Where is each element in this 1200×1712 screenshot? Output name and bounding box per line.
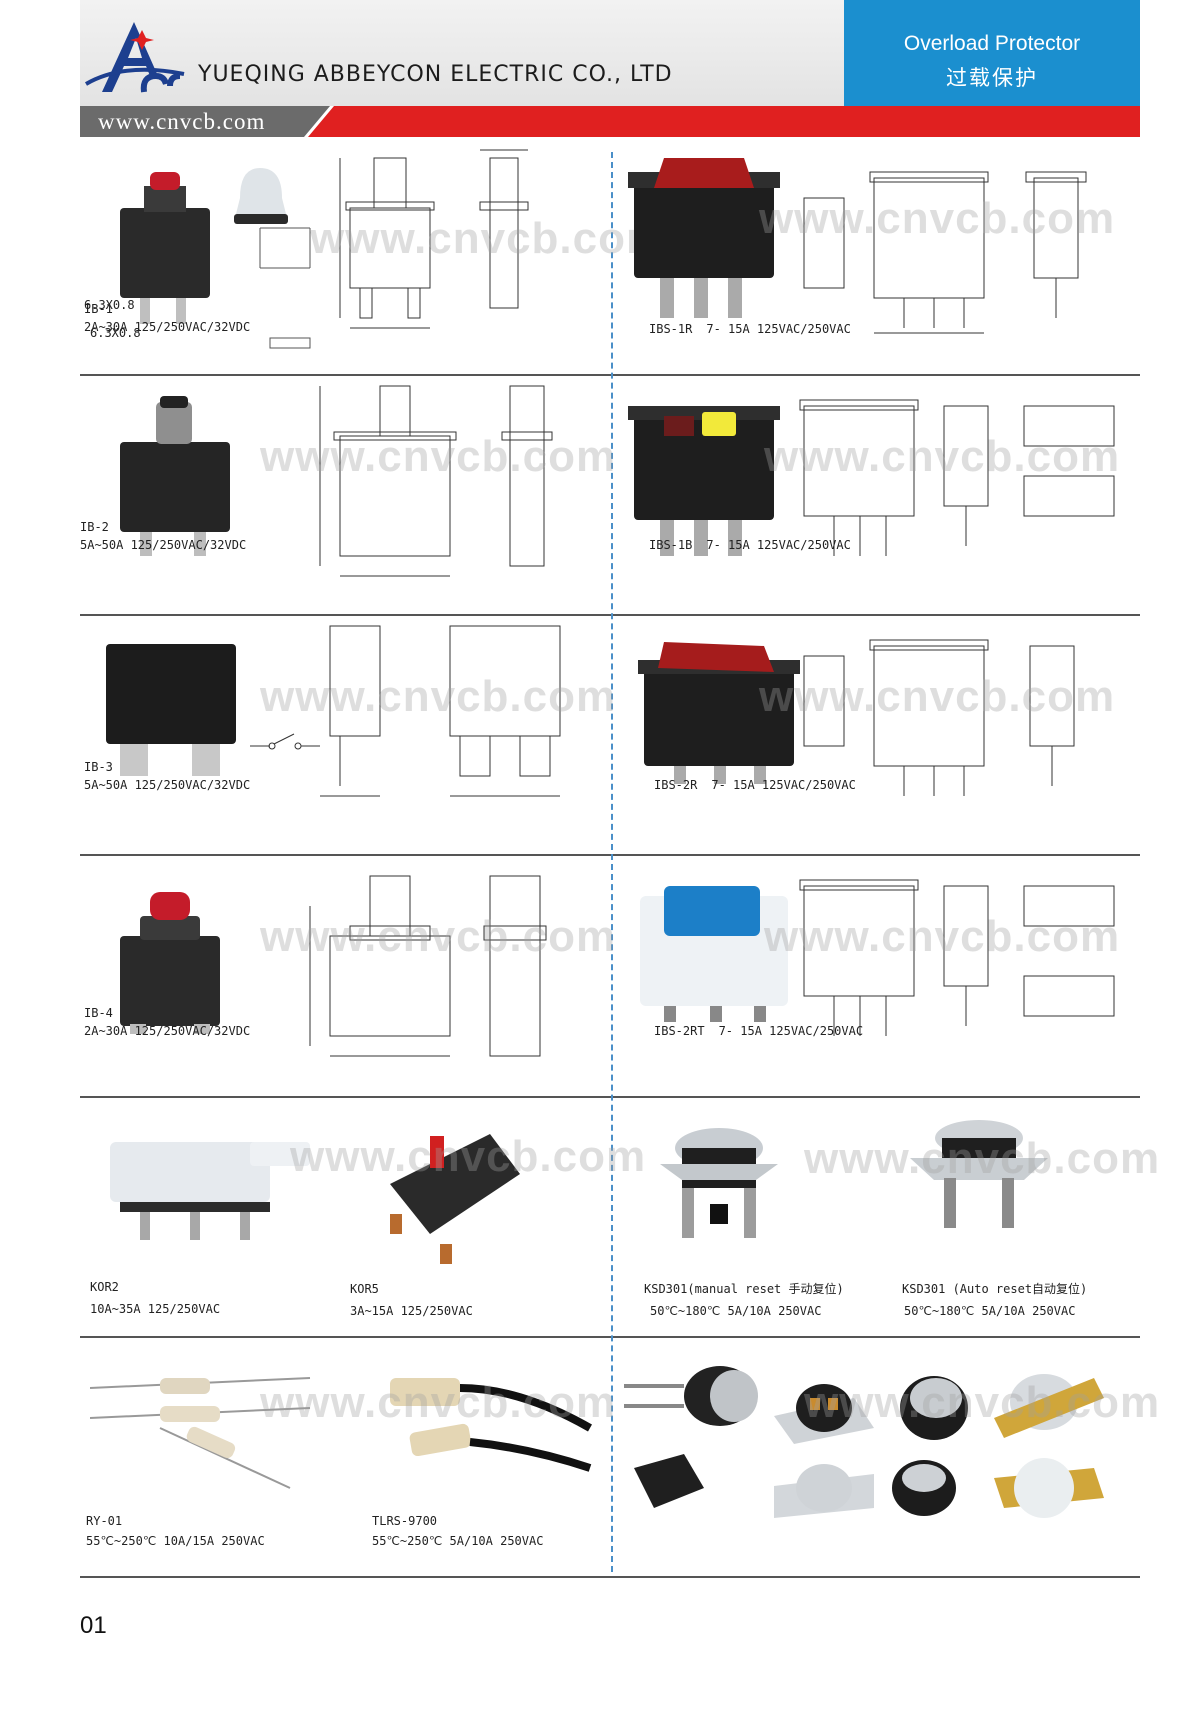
tlrs-name: TLRS-9700 xyxy=(372,1514,438,1528)
company-name: YUEQING ABBEYCON ELECTRIC CO., LTD xyxy=(198,62,673,87)
kor2-name: KOR2 xyxy=(90,1280,119,1294)
ib4-name: IB-4 xyxy=(84,1006,113,1020)
ibs1b-spec: 7- 15A 125VAC/250VAC xyxy=(706,538,851,552)
row-divider xyxy=(80,1576,1140,1578)
ib3-photo xyxy=(106,644,236,776)
ib1-terminal-drawing xyxy=(259,227,311,349)
product-kor: www.cnvcb.com KOR2 10A~35A 125/250VAC KO… xyxy=(80,1098,645,1336)
category-en: Overload Protector xyxy=(903,32,1081,55)
company-logo xyxy=(84,22,185,93)
ib1-dim-b: 6.3X0.8 xyxy=(84,298,135,312)
ib4-spec: 2A~30A 125/250VAC/32VDC xyxy=(84,1024,251,1038)
ry01-name: RY-01 xyxy=(86,1514,123,1528)
ib3-name: IB-3 xyxy=(84,760,113,774)
ksd-auto-photo xyxy=(910,1120,1048,1228)
ib1-dimension-drawing xyxy=(339,149,529,329)
ibs2r-spec: 7- 15A 125VAC/250VAC xyxy=(711,778,856,792)
kor2-spec: 10A~35A 125/250VAC xyxy=(90,1302,221,1316)
ib1-dim-a: 6.3X0.8 xyxy=(90,326,141,340)
ry01-photo xyxy=(90,1377,311,1489)
ib4-photo xyxy=(120,892,220,1034)
ib1-spec: 2A~30A 125/250VAC/32VDC xyxy=(84,320,251,334)
ib2-name: IB-2 xyxy=(80,520,109,534)
column-divider xyxy=(611,152,613,1572)
ibs1b-caption: IBS-1B 7- 15A 125VAC/250VAC xyxy=(649,538,851,552)
ibs1b-name: IBS-1B xyxy=(649,538,693,552)
ib1-photo xyxy=(120,168,288,324)
ibs2rt-photo xyxy=(640,886,788,1022)
tlrs-photo xyxy=(390,1378,592,1472)
switch-symbol-icon xyxy=(250,733,320,750)
ib3-spec: 5A~50A 125/250VAC/32VDC xyxy=(84,778,251,792)
ib4-dimension-drawing xyxy=(309,875,547,1057)
ksd-auto-name: KSD301 (Auto reset自动复位) xyxy=(902,1282,1088,1296)
row-divider xyxy=(80,1096,1140,1098)
header-background xyxy=(80,0,844,106)
ib2-dimension-drawing xyxy=(319,385,553,577)
kor5-spec: 3A~15A 125/250VAC xyxy=(350,1304,473,1318)
ibs2rt-dimension-drawing xyxy=(799,879,1115,1036)
ibs2rt-caption: IBS-2RT 7- 15A 125VAC/250VAC xyxy=(654,1024,863,1038)
page-header: YUEQING ABBEYCON ELECTRIC CO., LTD Overl… xyxy=(80,0,1140,138)
website-bar xyxy=(80,106,1140,137)
category-cn: 过载保护 xyxy=(946,66,1038,90)
ibs1b-dimension-drawing xyxy=(799,399,1115,556)
ib2-spec: 5A~50A 125/250VAC/32VDC xyxy=(80,538,247,552)
ibs2r-caption: IBS-2R 7- 15A 125VAC/250VAC xyxy=(654,778,856,792)
ib2-photo xyxy=(120,396,230,556)
ibs1r-dimension-drawing xyxy=(803,171,1087,334)
product-ksd301: www.cnvcb.com KSD301(manual reset 手动复位) … xyxy=(614,1098,1159,1336)
category-badge: Overload Protector 过载保护 xyxy=(844,0,1140,106)
ibs2rt-spec: 7- 15A 125VAC/250VAC xyxy=(718,1024,864,1038)
ry01-spec: 55℃~250℃ 10A/15A 250VAC xyxy=(86,1534,265,1548)
ibs1r-spec: 7- 15A 125VAC/250VAC xyxy=(706,322,851,336)
thermostat-collage xyxy=(624,1366,1104,1518)
ibs2r-dimension-drawing xyxy=(803,639,1075,796)
row-divider xyxy=(80,1336,1140,1338)
website-url[interactable]: www.cnvcb.com xyxy=(98,109,266,134)
ibs1r-caption: IBS-1R 7- 15A 125VAC/250VAC xyxy=(649,322,851,336)
kor2-photo xyxy=(110,1142,310,1240)
ibs2r-name: IBS-2R xyxy=(654,778,698,792)
ksd-auto-spec: 50℃~180℃ 5A/10A 250VAC xyxy=(904,1304,1076,1318)
product-ib3: www.cnvcb.com IB-3 5A~50A 125/250VAC/32V… xyxy=(80,616,615,854)
ibs2rt-name: IBS-2RT xyxy=(654,1024,705,1038)
page-number: 01 xyxy=(80,1612,107,1639)
ibs1r-photo xyxy=(628,158,780,318)
ib3-dimension-drawing xyxy=(320,625,561,797)
ibs1r-name: IBS-1R xyxy=(649,322,693,336)
product-fuses: www.cnvcb.com RY-01 55℃~250℃ 10A/15A 250… xyxy=(80,1338,615,1576)
ksd-manual-name: KSD301(manual reset 手动复位) xyxy=(644,1282,844,1296)
row-divider xyxy=(80,854,1140,856)
row-divider xyxy=(80,614,1140,616)
product-ib2: www.cnvcb.com IB-2 5A~50A 125/250VAC/32V… xyxy=(80,376,615,614)
product-ib1: 6.3X0.8 6.3X0.8 www.cnvcb.com IB-1 2A~30… xyxy=(80,138,665,374)
ibs1b-photo xyxy=(628,406,780,556)
product-ib4: www.cnvcb.com IB-4 2A~30A 125/250VAC/32V… xyxy=(80,856,615,1096)
kor5-photo xyxy=(390,1134,520,1264)
thermostat-gallery: www.cnvcb.com xyxy=(614,1338,1159,1576)
ib1-name: IB-1 xyxy=(84,302,113,316)
ibs2r-photo xyxy=(638,642,800,784)
kor5-name: KOR5 xyxy=(350,1282,379,1296)
tlrs-spec: 55℃~250℃ 5A/10A 250VAC xyxy=(372,1534,544,1548)
ksd-manual-photo xyxy=(660,1128,778,1238)
ksd-manual-spec: 50℃~180℃ 5A/10A 250VAC xyxy=(650,1304,822,1318)
row-divider xyxy=(80,374,1140,376)
